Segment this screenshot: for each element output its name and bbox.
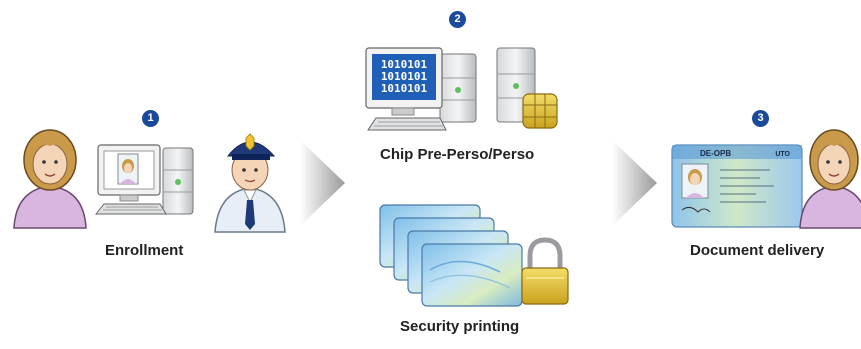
id-card-code: UTO <box>775 151 790 158</box>
process-arrow-1 <box>300 140 345 226</box>
step-2-badge: 2 <box>449 11 466 28</box>
enrollment-label: Enrollment <box>105 242 184 259</box>
chip-perso-label: Chip Pre-Perso/Perso <box>380 146 535 163</box>
chip-personalization-computer-icon <box>365 47 477 131</box>
binary-line-3: 1010101 <box>381 82 428 95</box>
step-1-badge: 1 <box>142 110 159 127</box>
binary-line-1: 1010101 <box>381 58 428 71</box>
applicant-woman-icon <box>13 129 87 229</box>
id-card-icon <box>671 144 803 228</box>
enrollment-workstation-icon <box>94 144 194 215</box>
security-printing-label: Security printing <box>400 318 520 335</box>
smart-chip-icon <box>522 93 558 129</box>
id-card-header: DE-OPB <box>700 149 731 158</box>
binary-line-2: 1010101 <box>381 70 428 83</box>
security-printed-cards-icon <box>379 204 523 307</box>
step-3-badge: 3 <box>752 110 769 127</box>
process-arrow-2 <box>612 140 657 226</box>
lock-icon <box>521 237 569 305</box>
recipient-woman-icon <box>799 129 861 229</box>
document-delivery-label: Document delivery <box>690 242 825 259</box>
police-officer-icon <box>214 133 286 233</box>
